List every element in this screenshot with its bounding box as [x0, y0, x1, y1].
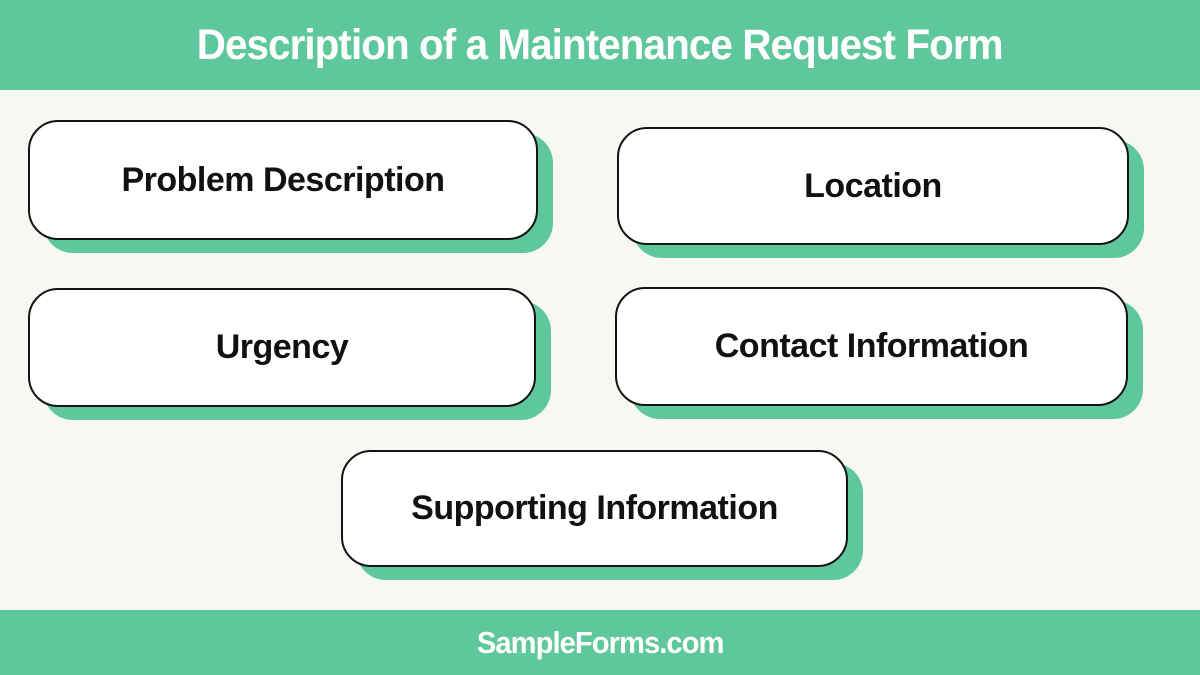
card-label: Contact Information	[714, 327, 1029, 365]
card-urgency: Urgency	[28, 288, 536, 407]
card-label: Urgency	[215, 328, 349, 366]
page-title: Description of a Maintenance Request For…	[197, 20, 1004, 69]
card-label: Supporting Information	[411, 489, 778, 527]
card-label: Problem Description	[121, 160, 445, 199]
card-contact-information: Contact Information	[615, 287, 1128, 406]
card-supporting-information: Supporting Information	[341, 450, 848, 567]
footer-banner: SampleForms.com	[0, 610, 1200, 675]
footer-brand: SampleForms.com	[476, 624, 725, 660]
card-problem-description: Problem Description	[28, 120, 538, 240]
header-banner: Description of a Maintenance Request For…	[0, 0, 1200, 90]
card-location: Location	[617, 127, 1129, 245]
card-label: Location	[804, 166, 942, 205]
